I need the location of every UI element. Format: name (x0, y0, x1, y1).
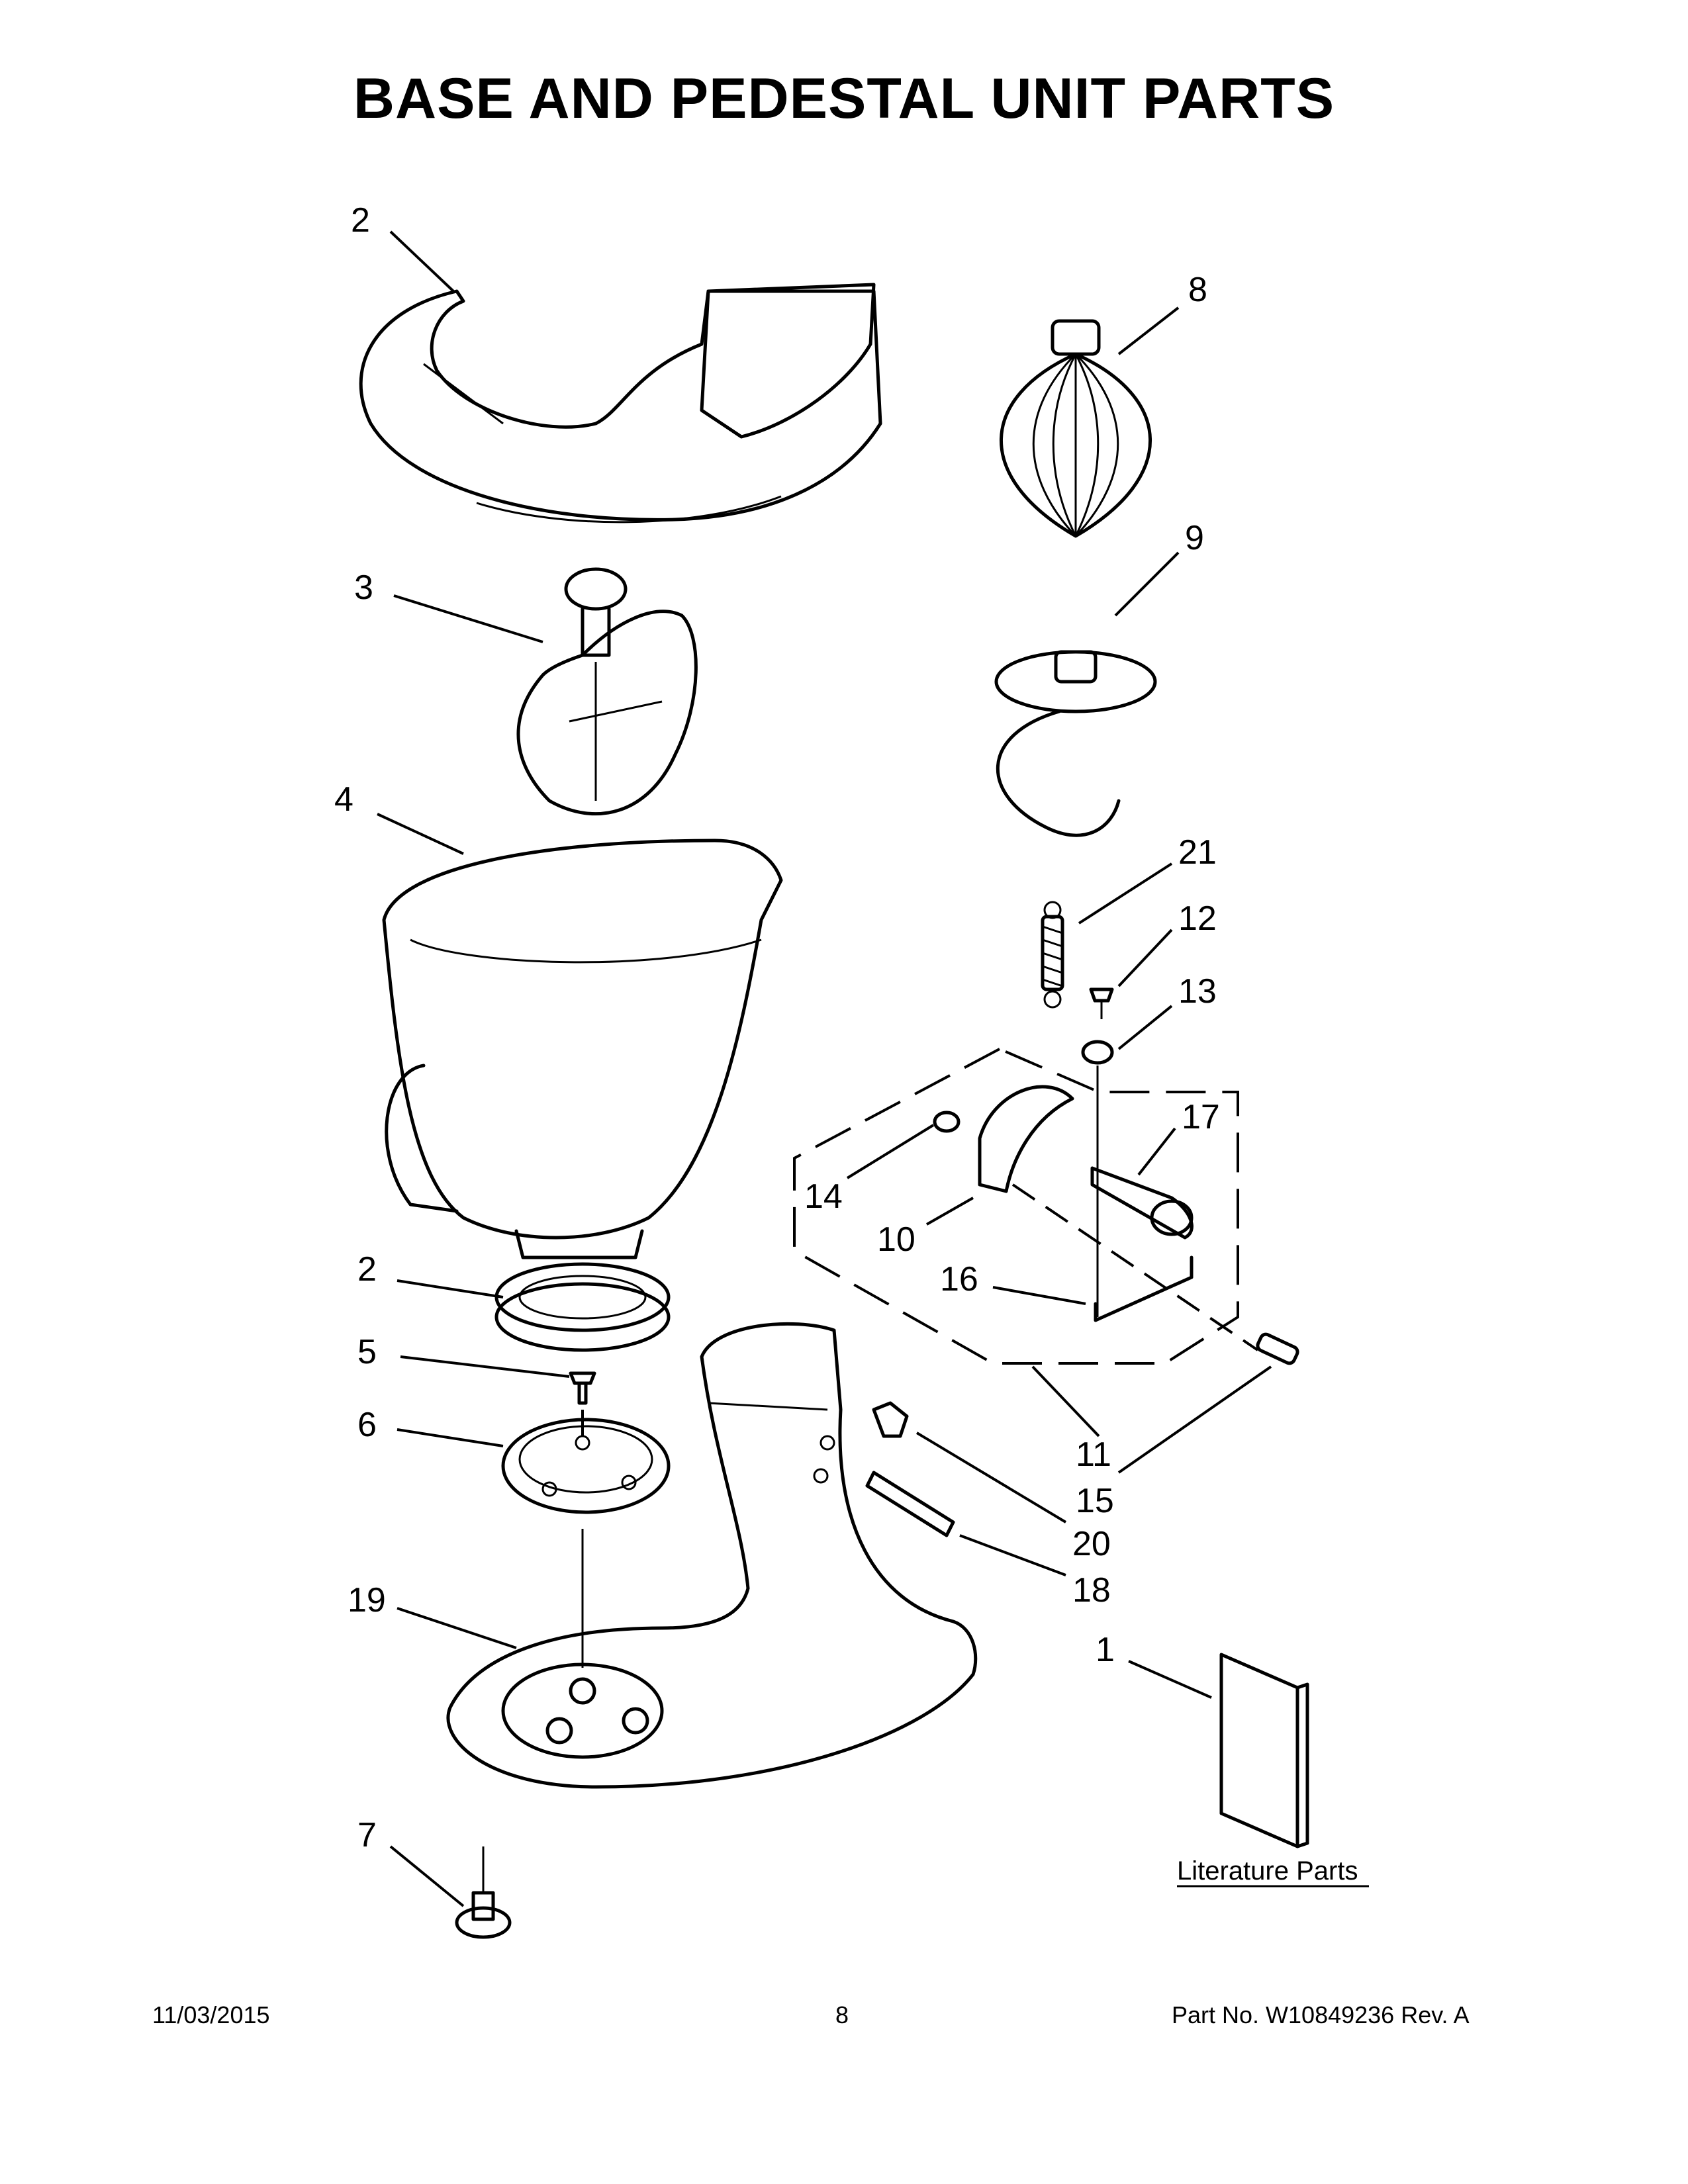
callout-2-top: 2 (351, 201, 370, 240)
callout-21: 21 (1178, 833, 1217, 872)
mixing-bowl-part (382, 839, 783, 1259)
callout-20: 20 (1072, 1525, 1111, 1563)
page-title: BASE AND PEDESTAL UNIT PARTS (353, 67, 1335, 130)
small-screw-part (1089, 987, 1114, 1019)
callout-1: 1 (1096, 1631, 1115, 1669)
callout-3: 3 (354, 569, 373, 607)
pivot-pin-part (865, 1471, 955, 1537)
rubber-foot-part (455, 1846, 512, 1939)
screw-part (569, 1371, 596, 1405)
callout-14: 14 (804, 1177, 843, 1216)
flat-beater-part (516, 567, 698, 815)
footer-part-number: Part No. W10849236 Rev. A (1172, 2001, 1470, 2028)
bowl-clamp-ring-part (494, 1262, 671, 1352)
clamp-plate-part (501, 1410, 671, 1514)
callout-18: 18 (1072, 1571, 1111, 1610)
callout-2-lower: 2 (357, 1250, 377, 1289)
callout-11: 11 (1076, 1435, 1111, 1474)
callout-12: 12 (1178, 899, 1217, 938)
callout-13: 13 (1178, 972, 1217, 1011)
callout-8: 8 (1188, 271, 1207, 309)
callout-7: 7 (357, 1816, 377, 1854)
wire-whip-part (1000, 319, 1152, 538)
hinge-pin-part (1256, 1332, 1299, 1365)
callout-6: 6 (357, 1406, 377, 1444)
pedestal-base-part (446, 1322, 978, 1789)
leader-lines (377, 230, 1272, 1907)
footer-page-number: 8 (835, 2001, 849, 2028)
callout-19: 19 (348, 1581, 386, 1619)
callout-17: 17 (1182, 1098, 1220, 1136)
callout-16: 16 (940, 1260, 978, 1298)
literature-booklet-part (1219, 1653, 1309, 1848)
dough-hook-part (994, 650, 1157, 837)
callout-9: 9 (1185, 519, 1204, 557)
pouring-shield-part (359, 283, 882, 523)
spring-part (1041, 901, 1064, 1009)
footer-date: 11/03/2015 (152, 2001, 270, 2028)
callout-4: 4 (334, 780, 353, 819)
callout-5: 5 (357, 1333, 377, 1371)
callout-15: 15 (1076, 1482, 1114, 1520)
callout-10: 10 (877, 1220, 915, 1259)
literature-parts-label: Literature Parts (1177, 1856, 1358, 1886)
washer-part (1081, 1040, 1114, 1065)
hinge-assembly-part (793, 1047, 1259, 1365)
hinge-bracket-part (872, 1401, 909, 1438)
